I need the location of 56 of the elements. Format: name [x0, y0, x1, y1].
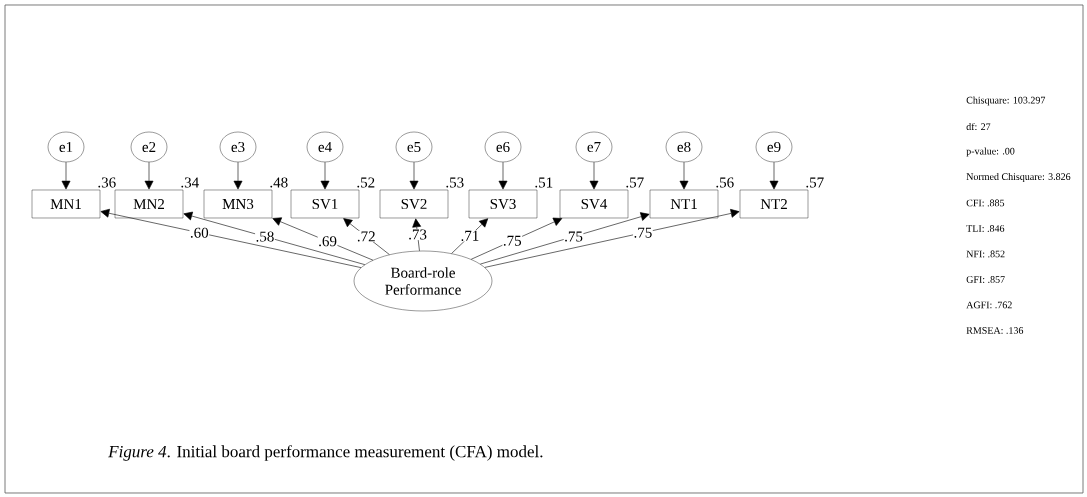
value-label: .57	[626, 177, 644, 188]
edge-label: .58	[255, 230, 275, 243]
caption: Figure 4. Initial board performance measurement (CFA) model.	[108, 445, 543, 461]
arrow	[498, 161, 508, 190]
arrow	[144, 161, 154, 190]
arrow	[484, 209, 740, 268]
fit-statistic: Normed Chisquare: 3.826	[966, 172, 1071, 183]
edge-label: .73	[407, 228, 428, 241]
arrow	[769, 161, 779, 190]
value-label: .51	[535, 177, 553, 188]
edge-label: .69	[317, 235, 338, 247]
arrow	[589, 161, 599, 190]
edge-label: .72	[356, 230, 377, 242]
fit-statistic: GFI: .857	[966, 276, 1005, 283]
fit-statistic: df: 27	[966, 122, 991, 131]
arrow	[470, 217, 563, 260]
arrow	[100, 208, 362, 268]
indicator-box: SV1	[290, 189, 360, 219]
arrow	[272, 217, 374, 261]
fit-statistic: NFI: .852	[966, 250, 1005, 258]
indicator-box: MN1	[31, 189, 101, 219]
fit-statistic: AGFI: .762	[966, 301, 1012, 309]
value-label: .57	[806, 177, 824, 188]
value-label: .36	[98, 177, 116, 188]
arrow	[343, 218, 390, 255]
indicator-box: MN2	[114, 189, 184, 219]
arrow	[183, 211, 366, 265]
edge-label: .75	[502, 235, 523, 247]
value-label: .53	[446, 177, 464, 188]
value-label: .56	[716, 177, 734, 188]
indicator-box: SV2	[379, 189, 449, 219]
edge-label: .60	[189, 227, 210, 239]
fit-statistic: TLI: .846	[966, 225, 1005, 232]
arrow	[679, 161, 689, 190]
arrow	[451, 218, 489, 254]
fit-statistic: Chisquare: 103.297	[966, 96, 1046, 106]
indicator-box: NT2	[739, 189, 809, 219]
arrow	[480, 212, 650, 265]
arrow	[320, 161, 330, 190]
value-label: .34	[181, 177, 199, 188]
value-label: .48	[270, 177, 288, 188]
indicator-box: NT1	[649, 189, 719, 219]
fit-statistic: CFI: .885	[966, 199, 1005, 207]
edge-label: .71	[460, 230, 480, 242]
edge-label: .75	[563, 231, 584, 243]
fit-statistic: p-value: .00	[966, 147, 1015, 157]
arrow	[233, 161, 243, 190]
indicator-box: SV4	[559, 189, 629, 219]
indicator-box: SV3	[468, 189, 538, 219]
indicator-box: MN3	[203, 189, 273, 219]
value-label: .52	[357, 177, 375, 188]
edge-label: .75	[633, 227, 653, 239]
arrow	[409, 161, 419, 190]
arrow	[61, 161, 71, 190]
arrow	[412, 218, 422, 252]
fit-statistic: RMSEA: .136	[966, 327, 1024, 334]
